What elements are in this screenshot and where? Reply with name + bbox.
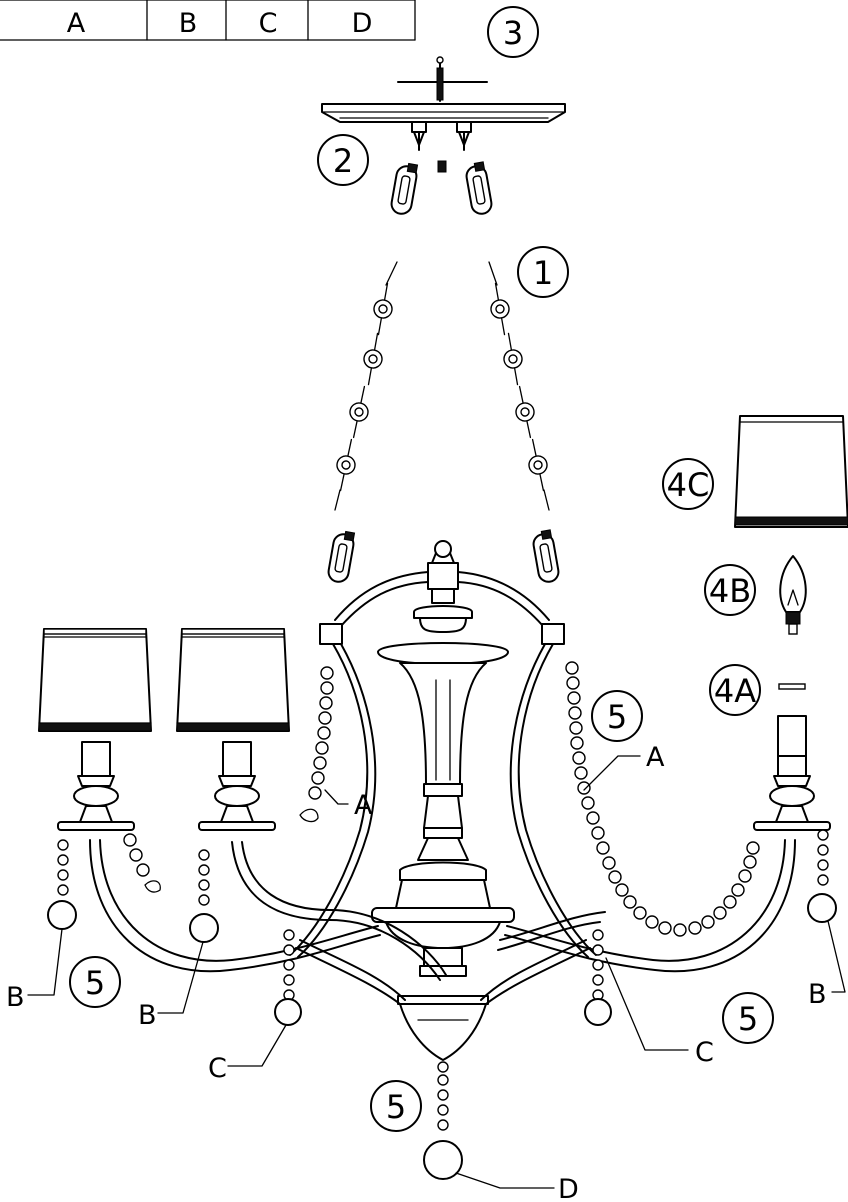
canopy	[321, 103, 566, 173]
crystal-strand-c-right	[584, 929, 612, 1026]
right-chain	[485, 261, 553, 511]
socket-ring	[778, 683, 806, 690]
center-left-shade	[176, 628, 290, 732]
label-d: D	[558, 1174, 579, 1198]
top-left-carabiner	[388, 160, 420, 217]
table-header-a: A	[67, 8, 86, 39]
frame-inner-bands	[289, 643, 597, 1005]
svg-text:1: 1	[533, 254, 553, 292]
leader-a-right: A	[583, 742, 665, 791]
frame-outer-arms	[89, 839, 796, 981]
leader-a-left: A	[324, 789, 373, 821]
bottom-right-carabiner	[530, 528, 562, 585]
svg-text:4C: 4C	[667, 466, 710, 504]
table-header-c: C	[259, 8, 278, 39]
mounting-crossbar	[397, 56, 488, 102]
leader-c-left: C	[208, 1024, 287, 1084]
label-b-mid: B	[138, 1000, 157, 1031]
bulb-icon	[779, 555, 807, 635]
label-a-right: A	[646, 742, 665, 773]
left-shade	[38, 628, 152, 732]
leader-b-right: B	[808, 920, 846, 1010]
svg-text:5: 5	[85, 964, 105, 1002]
leader-b-mid: B	[138, 941, 204, 1031]
shade-part	[734, 415, 848, 528]
bottom-left-carabiner	[325, 528, 357, 585]
callout-5-left: 5	[69, 956, 121, 1008]
top-right-carabiner	[463, 160, 495, 217]
callout-2: 2	[317, 134, 369, 186]
svg-text:4B: 4B	[709, 572, 751, 610]
left-arm-cup	[57, 741, 135, 831]
crystal-strand-a-left	[299, 666, 334, 823]
parts-table: A B C D	[0, 0, 416, 41]
callout-3: 3	[487, 6, 539, 58]
table-header-d: D	[352, 8, 373, 39]
table-header-b: B	[179, 8, 198, 39]
crystal-strand-d	[423, 1074, 463, 1180]
callout-5-right-bottom: 5	[722, 992, 774, 1044]
svg-text:5: 5	[386, 1088, 406, 1126]
leader-b-left: B	[6, 928, 63, 1013]
label-c-left: C	[208, 1053, 227, 1084]
leader-c-right: C	[605, 957, 714, 1068]
frame-yoke	[319, 540, 565, 645]
callout-1: 1	[517, 246, 569, 298]
center-left-arm-cup	[198, 741, 276, 831]
crystal-strand-left-arm	[47, 833, 161, 930]
svg-text:2: 2	[333, 142, 353, 180]
leader-d: D	[455, 1172, 579, 1202]
crystal-strand-center-left	[189, 849, 219, 943]
label-b-right: B	[808, 979, 827, 1010]
label-b-left: B	[6, 982, 25, 1013]
crystal-strand-right-arm	[807, 829, 837, 923]
callout-4b: 4B	[704, 564, 756, 616]
svg-text:3: 3	[503, 14, 523, 52]
svg-text:5: 5	[738, 1000, 758, 1038]
callout-4c: 4C	[662, 458, 714, 510]
callout-4a: 4A	[709, 664, 761, 716]
svg-text:5: 5	[607, 698, 627, 736]
svg-text:4A: 4A	[714, 672, 756, 710]
right-candle-sleeve	[777, 715, 807, 757]
left-chain	[331, 261, 398, 511]
callout-5-center: 5	[370, 1080, 422, 1132]
label-a-left: A	[354, 790, 373, 821]
crystal-strand-c-left	[274, 929, 302, 1026]
callout-5-right-top: 5	[591, 690, 643, 742]
label-c-right: C	[695, 1037, 714, 1068]
